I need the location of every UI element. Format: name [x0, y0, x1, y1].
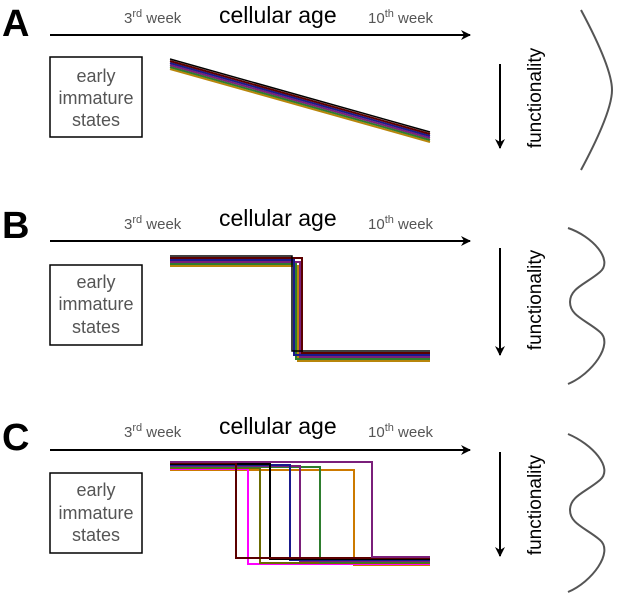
- bimodal-distribution-curve: [567, 227, 606, 385]
- functionality-label: functionality: [525, 454, 546, 555]
- functionality-label: functionality: [525, 249, 546, 350]
- week-start-label: 3rd week: [124, 8, 182, 27]
- unimodal-distribution-curve: [580, 9, 614, 171]
- panel-c: C cellular age 3rd week 10th week early …: [2, 413, 606, 593]
- step-traces: [170, 255, 430, 362]
- functionality-label: functionality: [525, 47, 546, 148]
- box-line: states: [72, 317, 120, 337]
- trace-line: [170, 465, 430, 562]
- week-start-label: 3rd week: [124, 214, 182, 233]
- trace-line: [169, 68, 431, 143]
- panel-b: B cellular age 3rd week 10th week early …: [2, 205, 606, 385]
- week-end-label: 10th week: [368, 8, 434, 27]
- box-line: early: [76, 66, 115, 86]
- trace-line: [170, 255, 430, 352]
- box-line: immature: [58, 503, 133, 523]
- bimodal-distribution-curve: [567, 433, 606, 593]
- box-line: early: [76, 272, 115, 292]
- trace-line: [169, 62, 431, 137]
- box-line: states: [72, 110, 120, 130]
- trace-line: [169, 64, 431, 139]
- early-immature-box: [49, 472, 143, 554]
- trace-line: [169, 66, 431, 141]
- trace-line: [170, 261, 430, 358]
- panel-letter: B: [2, 205, 29, 247]
- trace-line: [169, 60, 431, 135]
- week-start-label: 3rd week: [124, 422, 182, 441]
- trace-line: [169, 58, 431, 133]
- trace-line: [170, 257, 430, 354]
- trace-line: [170, 259, 430, 356]
- early-immature-box: [49, 56, 143, 138]
- trace-line: [170, 265, 430, 362]
- week-end-label: 10th week: [368, 422, 434, 441]
- panel-letter: C: [2, 417, 29, 459]
- trace-line: [170, 461, 430, 558]
- panel-letter: A: [2, 3, 29, 45]
- axis-title: cellular age: [219, 2, 337, 28]
- box-line: immature: [58, 88, 133, 108]
- axis-title: cellular age: [219, 205, 337, 231]
- box-line: immature: [58, 294, 133, 314]
- early-immature-box: [49, 264, 143, 346]
- staggered-step-traces: [170, 461, 430, 566]
- axis-title: cellular age: [219, 413, 337, 439]
- panel-a: A cellular age 3rd week 10th week early …: [2, 2, 614, 171]
- week-end-label: 10th week: [368, 214, 434, 233]
- decline-traces: [169, 58, 431, 143]
- box-line: early: [76, 480, 115, 500]
- trace-line: [170, 263, 430, 360]
- box-line: states: [72, 525, 120, 545]
